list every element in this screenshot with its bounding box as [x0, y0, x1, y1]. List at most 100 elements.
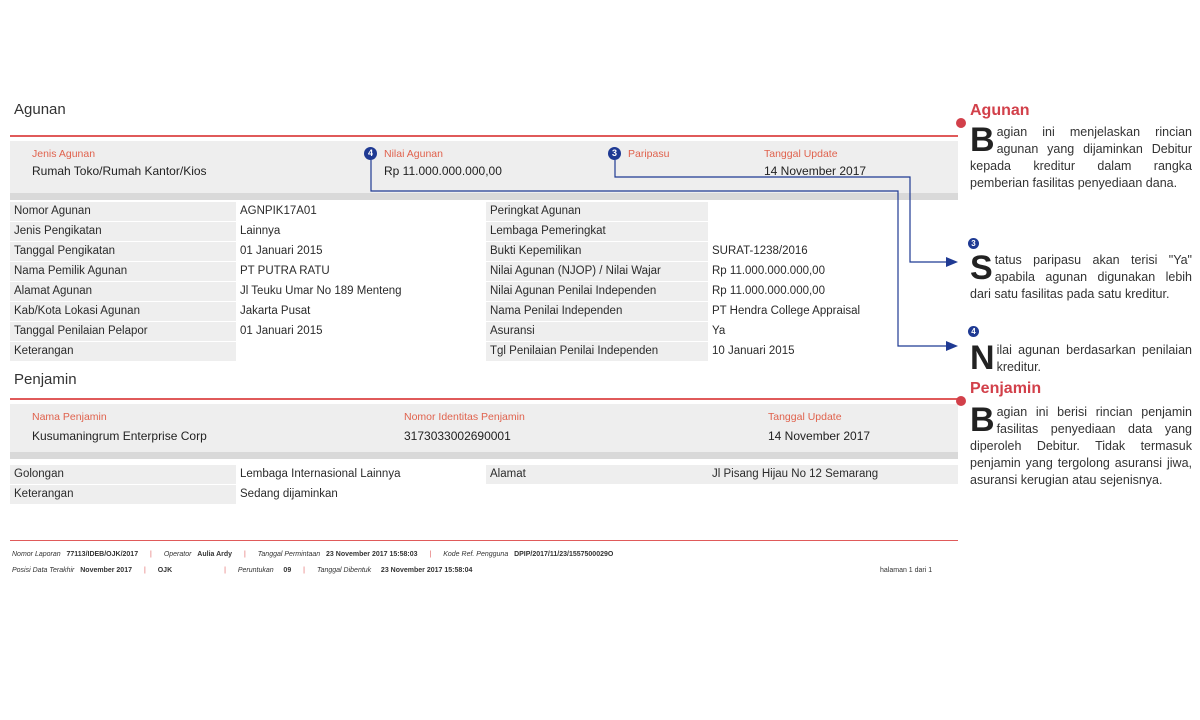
penjamin-header-box — [10, 404, 958, 452]
row-value: Lembaga Internasional Lainnya — [236, 465, 482, 484]
agunan-tanggal-update-label: Tanggal Update — [764, 148, 838, 160]
nomor-identitas-value: 3173033002690001 — [404, 429, 511, 443]
row-value: Ya — [708, 322, 958, 341]
row-label: Bukti Kepemilikan — [486, 242, 708, 261]
table-row: Keterangan Tgl Penilaian Penilai Independ… — [0, 342, 960, 361]
row-value: Rp 11.000.000.000,00 — [708, 282, 958, 301]
penjamin-tanggal-update-value: 14 November 2017 — [768, 429, 871, 443]
row-value: Lainnya — [236, 222, 482, 241]
row-value: Rp 11.000.000.000,00 — [708, 262, 958, 281]
penjamin-tanggal-update-label: Tanggal Update — [768, 411, 842, 423]
tanggal-dibentuk-label: Tanggal Dibentuk — [316, 567, 372, 574]
row-label: Nama Penilai Independen — [486, 302, 708, 321]
paripasu-desc: tatus paripasu akan terisi "Ya" apabila … — [970, 253, 1192, 301]
kode-ref-label: Kode Ref. Pengguna — [443, 551, 509, 558]
paripasu-arrow-icon — [946, 257, 958, 267]
penjamin-divider — [10, 452, 958, 459]
row-label: Keterangan — [10, 485, 236, 504]
nilai-agunan-value: Rp 11.000.000.000,00 — [384, 164, 502, 178]
peruntukan-value: 09 — [283, 567, 292, 574]
row-value: 01 Januari 2015 — [236, 322, 482, 341]
jenis-agunan-label: Jenis Agunan — [32, 148, 96, 160]
tanggal-dibentuk-value: 23 November 2017 15:58:04 — [380, 567, 473, 574]
nilai-agunan-badge-icon: 4 — [364, 147, 377, 160]
paripasu-connector-line — [614, 160, 948, 263]
nilai-arrow-icon — [946, 341, 958, 351]
sidebar-paripasu-badge-icon: 3 — [968, 238, 979, 249]
row-label: Lembaga Pemeringkat — [486, 222, 708, 241]
penjamin-title-underline — [10, 398, 958, 400]
agunan-header-box — [10, 141, 958, 193]
nomor-laporan-label: Nomor Laporan — [12, 551, 61, 558]
row-label: Tgl Penilaian Penilai Independen — [486, 342, 708, 361]
nilai-dropcap: N — [970, 339, 995, 377]
agunan-divider — [10, 193, 958, 200]
row-label: Jenis Pengikatan — [10, 222, 236, 241]
agunan-desc: agian ini menjelaskan rincian agunan yan… — [970, 125, 1192, 190]
posisi-data-label: Posisi Data Terakhir — [12, 567, 75, 574]
posisi-data-value: November 2017 — [80, 567, 132, 574]
operator-value: Aulia Ardy — [197, 551, 233, 558]
row-value: SURAT-1238/2016 — [708, 242, 958, 261]
row-label: Tanggal Pengikatan — [10, 242, 236, 261]
kode-ref-value: DPIP/2017/11/23/1557500029O — [514, 551, 614, 558]
row-label: Peringkat Agunan — [486, 202, 708, 221]
row-label: Keterangan — [10, 342, 236, 361]
nomor-laporan-value: 77113/IDEB/OJK/2017 — [66, 551, 139, 558]
row-label: Alamat Agunan — [10, 282, 236, 301]
row-label — [486, 485, 708, 504]
row-label: Nilai Agunan Penilai Independen — [486, 282, 708, 301]
nama-penjamin-label: Nama Penjamin — [32, 411, 107, 423]
row-label: Golongan — [10, 465, 236, 484]
peruntukan-label: Peruntukan — [237, 567, 274, 574]
row-label: Tanggal Penilaian Pelapor — [10, 322, 236, 341]
row-value: Jl Pisang Hijau No 12 Semarang — [708, 465, 958, 484]
row-label: Nilai Agunan (NJOP) / Nilai Wajar — [486, 262, 708, 281]
nilai-connector-line — [370, 160, 948, 347]
row-value: Sedang dijaminkan — [236, 485, 482, 504]
operator-label: Operator — [163, 551, 192, 558]
paripasu-dropcap: S — [970, 249, 993, 287]
jenis-agunan-value: Rumah Toko/Rumah Kantor/Kios — [32, 164, 207, 178]
page-number: halaman 1 dari 1 — [880, 567, 933, 574]
penjamin-dropcap: B — [970, 401, 995, 439]
nilai-desc: ilai agunan berdasarkan penilaian kredit… — [996, 343, 1192, 374]
report-footer-line-1: Nomor Laporan 77113/IDEB/OJK/2017 | Oper… — [12, 551, 614, 558]
nilai-agunan-label: Nilai Agunan — [384, 148, 443, 160]
agunan-tanggal-update-value: 14 November 2017 — [764, 164, 867, 178]
row-value: 01 Januari 2015 — [236, 242, 482, 261]
agunan-side-dot-icon — [956, 118, 966, 128]
row-value — [708, 222, 958, 241]
row-value: Jl Teuku Umar No 189 Menteng — [236, 282, 482, 301]
row-value: AGNPIK17A01 — [236, 202, 482, 221]
report-footer-line-2: Posisi Data Terakhir November 2017 | OJK… — [12, 567, 473, 574]
row-value: PT PUTRA RATU — [236, 262, 482, 281]
sidebar-penjamin-title: Penjamin — [970, 380, 1042, 397]
tanggal-permintaan-value: 23 November 2017 15:58:03 — [326, 551, 418, 558]
content-bottom-line — [10, 540, 958, 541]
sidebar-nilai-badge-icon: 4 — [968, 326, 979, 337]
penjamin-section-title: Penjamin — [14, 371, 77, 388]
row-label: Alamat — [486, 465, 708, 484]
row-label: Asuransi — [486, 322, 708, 341]
agunan-title-underline — [10, 135, 958, 137]
sidebar-agunan-title: Agunan — [970, 102, 1030, 119]
penjamin-desc: agian ini berisi rincian penjamin fasili… — [970, 405, 1192, 487]
row-value: Jakarta Pusat — [236, 302, 482, 321]
agunan-dropcap: B — [970, 121, 995, 159]
row-label: Nama Pemilik Agunan — [10, 262, 236, 281]
penjamin-side-dot-icon — [956, 396, 966, 406]
row-value — [236, 342, 482, 361]
